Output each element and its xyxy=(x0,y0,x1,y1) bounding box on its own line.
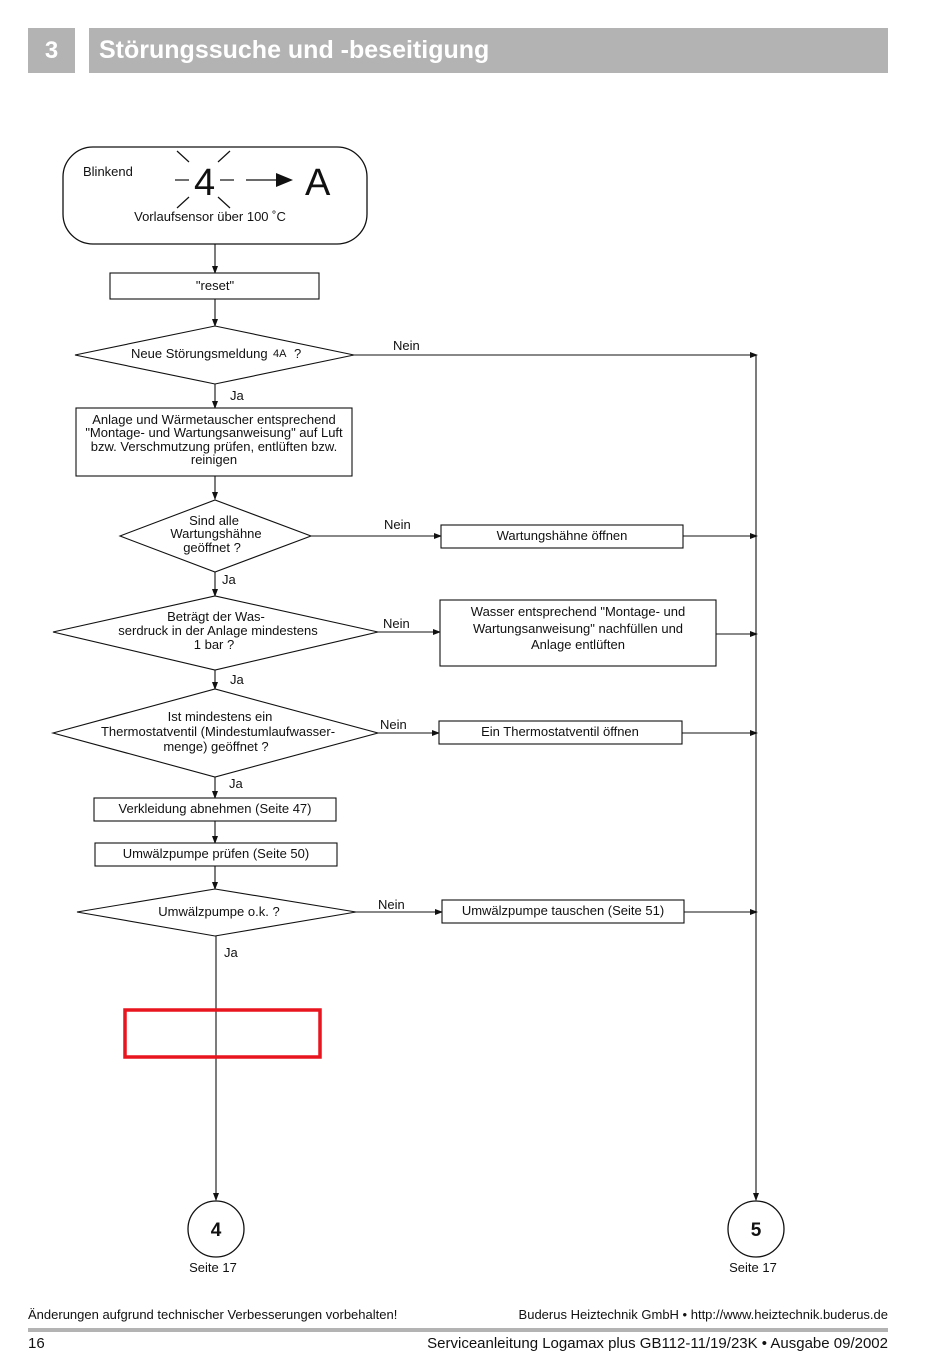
decision-thermo-line: menge) geöffnet ? xyxy=(163,739,268,754)
no-label-3: Nein xyxy=(383,616,410,631)
inspect-line: "Montage- und Wartungsanweisung" auf Luf… xyxy=(85,425,343,440)
decision-thermostat: Ist mindestens ein Thermostatventil (Min… xyxy=(50,688,381,778)
decision-new-fault: Neue Störungsmeldung 4A ? xyxy=(74,325,355,385)
decision-pump-ok-label: Umwälzpumpe o.k. ? xyxy=(158,904,279,919)
display-code-2: A xyxy=(305,162,331,204)
action-open-thermo-label: Ein Thermostatventil öffnen xyxy=(481,724,639,739)
action-replace-pump: Umwälzpumpe tauschen (Seite 51) xyxy=(441,899,685,924)
action-open-valves-label: Wartungshähne öffnen xyxy=(497,528,628,543)
footer-manual: Serviceanleitung Logamax plus GB112-11/1… xyxy=(427,1335,888,1352)
inspect-line: Anlage und Wärmetauscher entsprechend xyxy=(92,412,336,427)
action-refill-line: Anlage entlüften xyxy=(531,637,625,652)
action-open-thermostat: Ein Thermostatventil öffnen xyxy=(438,720,683,745)
footer-disclaimer: Änderungen aufgrund technischer Verbesse… xyxy=(28,1307,398,1322)
footer-company: Buderus Heiztechnik GmbH • http://www.he… xyxy=(518,1307,888,1322)
decision-pressure-line: serdruck in der Anlage mindestens xyxy=(118,623,318,638)
chapter-number: 3 xyxy=(28,28,75,73)
decision-thermo-line: Ist mindestens ein xyxy=(168,709,273,724)
reset-step: "reset" xyxy=(109,272,320,300)
check-pump-label: Umwälzpumpe prüfen (Seite 50) xyxy=(123,846,309,861)
start-caption: Vorlaufsensor über 100 ˚C xyxy=(134,209,286,224)
remove-cover-label: Verkleidung abnehmen (Seite 47) xyxy=(119,801,312,816)
decision-pressure: Beträgt der Was- serdruck in der Anlage … xyxy=(52,595,379,671)
remove-cover-step: Verkleidung abnehmen (Seite 47) xyxy=(93,797,337,822)
action-refill-line: Wasser entsprechend "Montage- und xyxy=(471,604,685,619)
action-open-valves: Wartungshähne öffnen xyxy=(440,524,684,549)
inspect-line: reinigen xyxy=(191,452,237,467)
decision-pressure-line: Beträgt der Was- xyxy=(167,609,265,624)
action-refill-line: Wartungsanweisung" nachfüllen und xyxy=(473,621,683,636)
yes-label-3: Ja xyxy=(230,672,245,687)
arrow-right-icon xyxy=(276,173,293,187)
decision-new-fault-label: Neue Störungsmeldung xyxy=(131,346,268,361)
connector-5-page: Seite 17 xyxy=(729,1260,777,1275)
reset-label: "reset" xyxy=(196,278,235,293)
inspect-step: Anlage und Wärmetauscher entsprechend "M… xyxy=(75,407,353,477)
connector-5: 5 Seite 17 xyxy=(727,1200,785,1275)
action-refill: Wasser entsprechend "Montage- und Wartun… xyxy=(439,599,717,667)
decision-new-fault-q: ? xyxy=(294,346,301,361)
no-label-4: Nein xyxy=(380,717,407,732)
highlight-box xyxy=(123,1008,322,1059)
yes-label-5: Ja xyxy=(224,945,239,960)
no-label-5: Nein xyxy=(378,897,405,912)
yes-label-1: Ja xyxy=(230,388,245,403)
page-number: 16 xyxy=(28,1335,45,1352)
check-pump-step: Umwälzpumpe prüfen (Seite 50) xyxy=(94,842,338,867)
connector-4-page: Seite 17 xyxy=(189,1260,237,1275)
blink-rays-icon xyxy=(175,150,234,209)
start-node: Blinkend 4 A Vorlaufsensor über 100 ˚C xyxy=(62,146,368,245)
decision-valves-line: Wartungshähne xyxy=(170,526,261,541)
display-code-1: 4 xyxy=(194,162,215,204)
inspect-line: bzw. Verschmutzung prüfen, entlüften bzw… xyxy=(91,439,337,454)
page-title: Störungssuche und -beseitigung xyxy=(89,28,888,73)
connector-4: 4 Seite 17 xyxy=(187,1200,245,1275)
decision-thermo-line: Thermostatventil (Mindestumlaufwasser- xyxy=(101,724,335,739)
blinking-label: Blinkend xyxy=(83,164,133,179)
yes-label-4: Ja xyxy=(229,776,244,791)
action-replace-pump-label: Umwälzpumpe tauschen (Seite 51) xyxy=(462,903,664,918)
connector-4-number: 4 xyxy=(211,1220,222,1241)
connector-5-number: 5 xyxy=(751,1220,762,1241)
decision-pump-ok: Umwälzpumpe o.k. ? xyxy=(76,888,357,937)
decision-valves-line: Sind alle xyxy=(189,513,239,528)
yes-label-2: Ja xyxy=(222,572,237,587)
no-label-2: Nein xyxy=(384,517,411,532)
footer-divider xyxy=(28,1328,888,1332)
decision-pressure-line: 1 bar ? xyxy=(194,637,234,652)
decision-valves: Sind alle Wartungshähne geöffnet ? xyxy=(118,499,313,573)
no-label-1: Nein xyxy=(393,338,420,353)
decision-valves-line: geöffnet ? xyxy=(183,540,241,555)
decision-new-fault-code: 4A xyxy=(273,348,287,360)
